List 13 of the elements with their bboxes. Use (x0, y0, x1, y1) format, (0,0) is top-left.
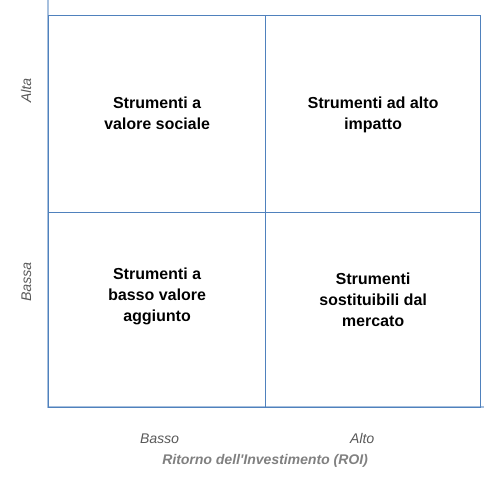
axis-tick-label: Bassa (18, 262, 34, 301)
quadrant-box (265, 212, 481, 408)
quadrant-label: Strumenti a basso valore aggiunto (107, 264, 207, 326)
axis-title: Ritorno dell'Investimento (ROI) (161, 450, 369, 469)
quadrant-label: Strumenti ad alto impatto (306, 94, 440, 135)
quadrant-box (48, 212, 266, 408)
quadrant-box (48, 15, 266, 213)
quadrant-box (265, 15, 481, 213)
axis-tick-label: Alta (18, 78, 34, 102)
axis-tick-label: Alto (350, 430, 374, 446)
quadrant-label: Strumenti sostituibili dal mercato (318, 270, 428, 332)
quadrant-label: Strumenti a valore sociale (103, 94, 211, 135)
axis-tick-label: Basso (140, 430, 179, 446)
